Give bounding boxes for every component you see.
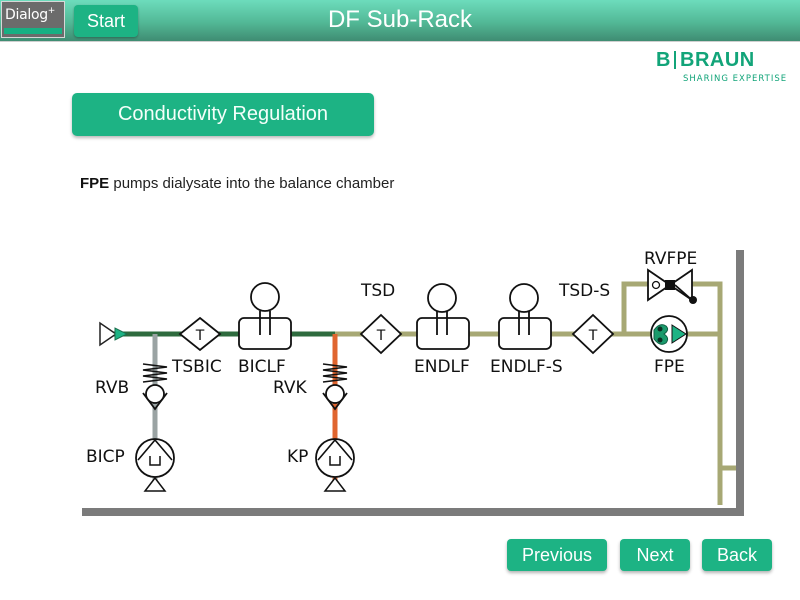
brand-separator <box>674 51 676 69</box>
frame-bottom-bar <box>82 508 744 516</box>
page-title: DF Sub-Rack <box>327 6 473 33</box>
tsd-s-sensor-icon: T <box>571 313 615 355</box>
label-tsd-s: TSD-S <box>558 281 610 301</box>
brand-b: B <box>656 49 671 71</box>
back-button[interactable]: Back <box>702 539 772 571</box>
bbraun-logo: B BRAUN SHARING EXPERTISE <box>656 47 796 87</box>
flow-arrow-icon <box>114 327 129 341</box>
endlf-conductivity-cell-icon <box>416 283 470 350</box>
rvb-spring-valve-icon <box>142 363 168 411</box>
description-bold: FPE <box>80 175 110 192</box>
tsbic-sensor-icon: T <box>178 316 222 352</box>
description: FPE pumps dialysate into the balance cha… <box>80 175 394 192</box>
logo-plus: + <box>47 6 56 16</box>
label-endlf: ENDLF <box>414 357 470 377</box>
header-bar: Dialog+ Start DF Sub-Rack <box>0 0 800 42</box>
start-button[interactable]: Start <box>74 5 138 37</box>
brand-tagline: SHARING EXPERTISE <box>683 74 788 84</box>
label-rvfpe: RVFPE <box>644 249 697 269</box>
fpe-pump-icon <box>650 315 688 353</box>
brand-name: BRAUN <box>680 49 755 71</box>
bicp-pump-icon <box>135 438 175 492</box>
tsbic-symbol: T <box>195 328 205 344</box>
kp-pump-icon <box>315 438 355 492</box>
label-bicp: BICP <box>86 447 125 467</box>
label-endlf-s: ENDLF-S <box>490 357 563 377</box>
label-kp: KP <box>287 447 308 467</box>
label-fpe: FPE <box>654 357 685 377</box>
rvk-spring-valve-icon <box>322 363 348 411</box>
logo-name: Dialog <box>5 7 48 23</box>
biclf-conductivity-cell-icon <box>238 282 292 350</box>
frame-right-bar <box>736 250 744 516</box>
rvfpe-valve-icon <box>647 268 697 304</box>
label-biclf: BICLF <box>238 357 286 377</box>
logo-bar <box>4 28 62 34</box>
description-text: pumps dialysate into the balance chamber <box>109 175 395 192</box>
endlf-s-conductivity-cell-icon <box>498 283 552 350</box>
label-tsd: TSD <box>360 281 395 301</box>
label-rvb: RVB <box>95 378 129 398</box>
label-rvk: RVK <box>273 378 308 398</box>
previous-button[interactable]: Previous <box>507 539 607 571</box>
label-tsbic: TSBIC <box>171 357 222 377</box>
tsd-sensor-icon: T <box>359 313 403 355</box>
tsd-s-symbol: T <box>588 328 598 344</box>
section-title-button[interactable]: Conductivity Regulation <box>72 93 374 136</box>
inlet-icon <box>99 321 118 347</box>
tsd-symbol: T <box>376 328 386 344</box>
next-button[interactable]: Next <box>620 539 690 571</box>
dialog-logo: Dialog+ <box>1 1 65 38</box>
dialog-logo-text: Dialog+ <box>5 6 55 23</box>
